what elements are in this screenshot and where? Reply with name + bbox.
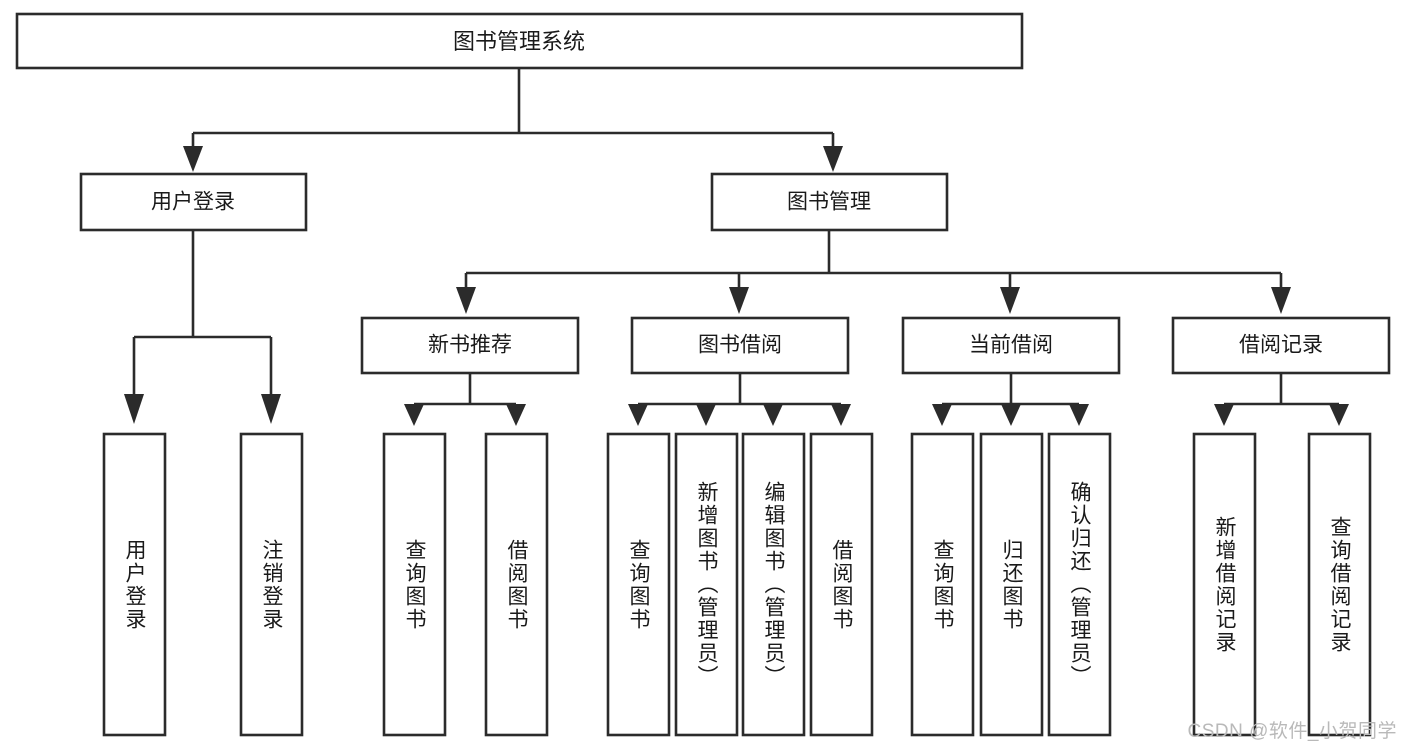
arrow-head-icon (456, 287, 476, 314)
node-book-management-label: 图书管理 (787, 191, 871, 214)
leaf-box-query-book-2[interactable] (606, 432, 671, 737)
node-book-borrow[interactable]: 图书借阅 (630, 316, 850, 375)
leaf-box-query-book-1[interactable] (382, 432, 447, 737)
leaf-box-edit-book[interactable] (741, 432, 806, 737)
arrow-head-icon (932, 404, 952, 426)
arrow-head-icon (261, 394, 281, 424)
node-new-book-recommend[interactable]: 新书推荐 (360, 316, 580, 375)
arrow-head-icon (763, 404, 783, 426)
connector-root-to-level2 (183, 68, 843, 172)
arrow-head-icon (831, 404, 851, 426)
leaf-box-return-book[interactable] (979, 432, 1044, 737)
node-book-borrow-label: 图书借阅 (698, 334, 782, 357)
leaf-box-add-book[interactable] (674, 432, 739, 737)
node-current-borrow-box[interactable] (901, 316, 1121, 375)
leaf-box-query-record[interactable] (1307, 432, 1372, 737)
connector-book-borrow-to-leaves (628, 373, 851, 426)
arrow-head-icon (696, 404, 716, 426)
node-user-login-box[interactable] (79, 172, 308, 232)
arrow-head-icon (729, 287, 749, 314)
leaf-box-user-login[interactable] (102, 432, 167, 737)
node-root[interactable]: 图书管理系统 (15, 12, 1024, 70)
leaf-box-add-record[interactable] (1192, 432, 1257, 737)
connector-borrow-records-to-leaves (1214, 373, 1349, 426)
connector-book-management-to-level3 (456, 230, 1291, 314)
leaf-box-borrow-book-1[interactable] (484, 432, 549, 737)
arrow-head-icon (404, 404, 424, 426)
node-new-book-recommend-label: 新书推荐 (428, 334, 512, 357)
node-user-login-label: 用户登录 (151, 191, 235, 214)
leaf-box-logout[interactable] (239, 432, 304, 737)
watermark-text: CSDN @软件_小贺同学 (1187, 721, 1397, 742)
connector-current-borrow-to-leaves (932, 373, 1089, 426)
arrow-head-icon (1214, 404, 1234, 426)
node-root-box[interactable] (15, 12, 1024, 70)
arrow-head-icon (823, 146, 843, 172)
leaf-box-confirm-return[interactable] (1047, 432, 1112, 737)
arrow-head-icon (1271, 287, 1291, 314)
arrow-head-icon (1001, 404, 1021, 426)
node-book-management[interactable]: 图书管理 (710, 172, 949, 232)
node-current-borrow-label: 当前借阅 (969, 334, 1053, 357)
arrow-head-icon (1069, 404, 1089, 426)
node-borrow-records-label: 借阅记录 (1239, 334, 1323, 357)
arrow-head-icon (1000, 287, 1020, 314)
node-new-book-recommend-box[interactable] (360, 316, 580, 375)
leaf-box-query-book-3[interactable] (910, 432, 975, 737)
node-current-borrow[interactable]: 当前借阅 (901, 316, 1121, 375)
arrow-head-icon (506, 404, 526, 426)
node-user-login[interactable]: 用户登录 (79, 172, 308, 232)
connector-new-book-recommend-to-leaves (404, 373, 526, 426)
arrow-head-icon (628, 404, 648, 426)
connector-user-login-to-leaves (124, 230, 281, 424)
leaf-box-borrow-book-2[interactable] (809, 432, 874, 737)
node-borrow-records[interactable]: 借阅记录 (1171, 316, 1391, 375)
arrow-head-icon (1329, 404, 1349, 426)
node-root-label: 图书管理系统 (453, 29, 585, 54)
arrow-head-icon (124, 394, 144, 424)
arrow-head-icon (183, 146, 203, 172)
